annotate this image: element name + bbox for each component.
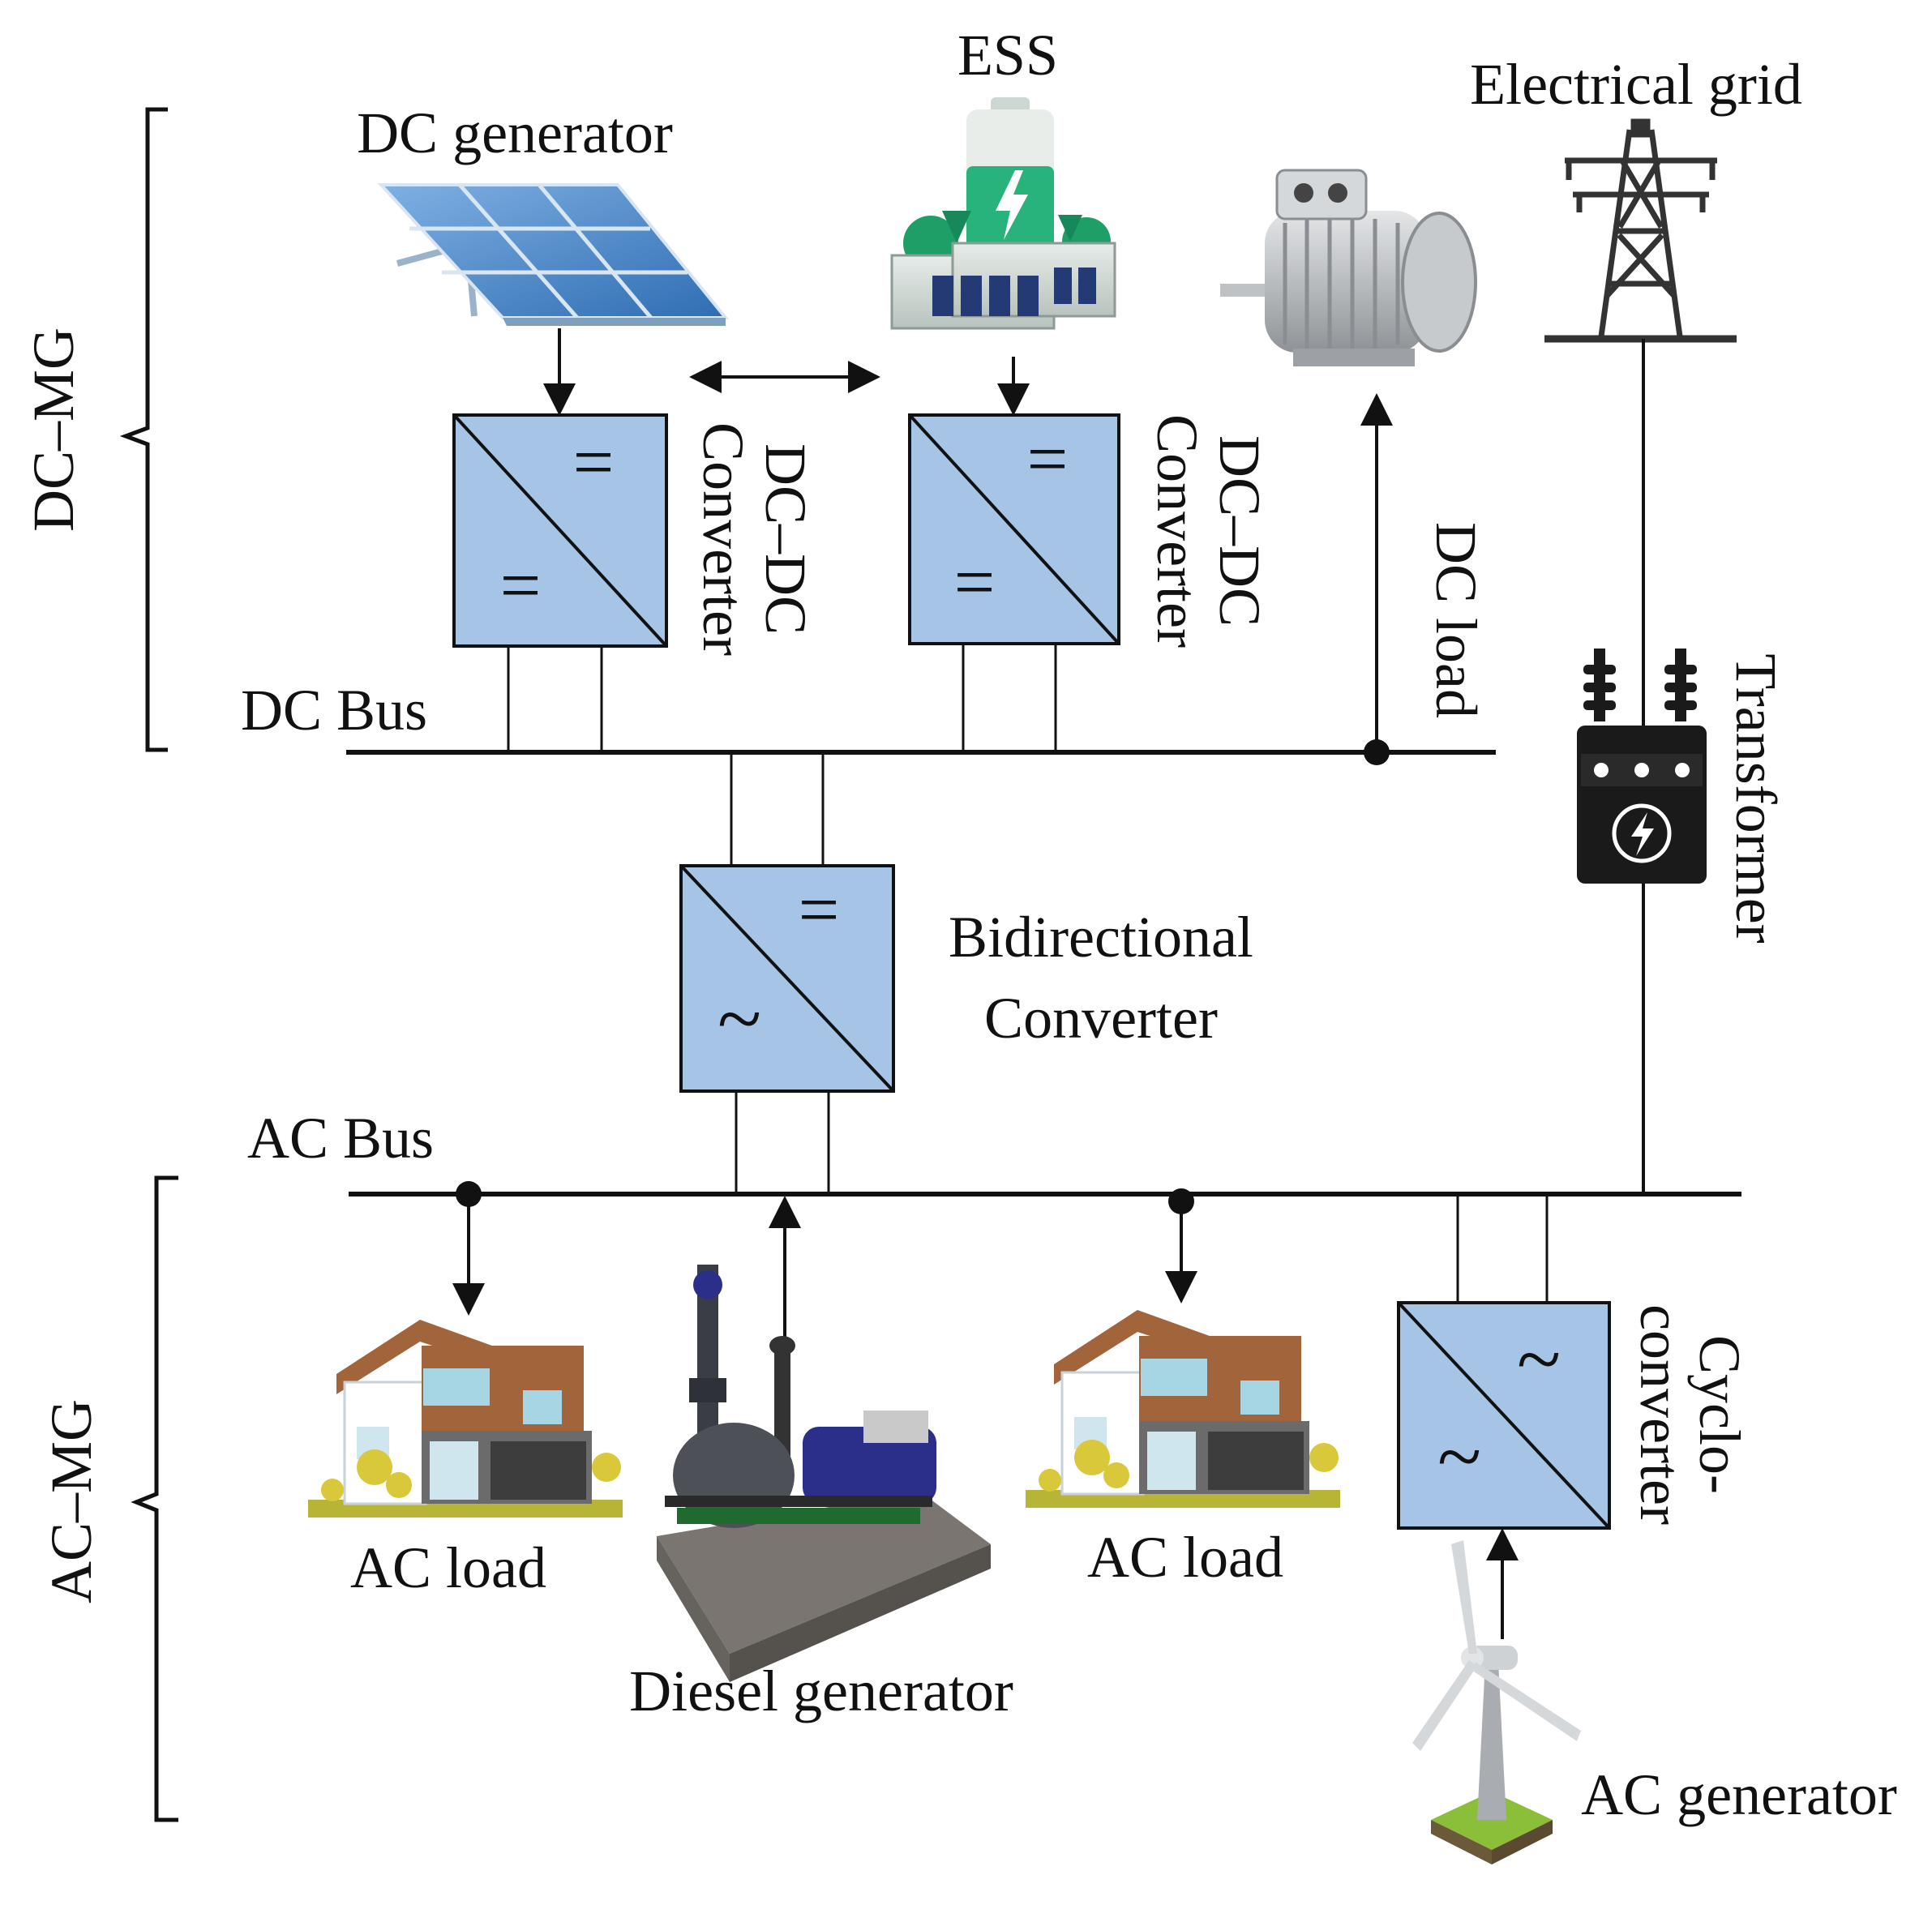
electrical-grid-label: Electrical grid xyxy=(1470,52,1802,117)
ac-bus-label: AC Bus xyxy=(247,1106,434,1171)
dcdc-converter-2: = = xyxy=(908,413,1120,645)
transformer-label: Transformer xyxy=(1724,653,1788,943)
ac-load-1-label: AC load xyxy=(350,1535,546,1600)
ac-mg-bracket xyxy=(131,1175,178,1822)
ac-mg-label: AC–MG xyxy=(39,1399,104,1603)
dcdc-converter-2-label-line2: Converter xyxy=(1145,414,1210,648)
dc-symbol: = xyxy=(500,546,542,626)
dc-symbol: = xyxy=(954,542,996,623)
dc-mg-label: DC–MG xyxy=(21,327,86,532)
dc-load-label: DC load xyxy=(1424,522,1489,718)
dcdc-converter-1-label-line2: Converter xyxy=(691,422,756,656)
dc-mg-bracket xyxy=(119,107,168,752)
diesel-generator-label: Diesel generator xyxy=(629,1659,1013,1723)
dc-bus-connections xyxy=(507,644,1057,865)
ess-battery-icon xyxy=(890,97,1116,330)
dc-symbol: = xyxy=(1027,419,1069,499)
ac-generator-label: AC generator xyxy=(1581,1762,1897,1827)
transformer-icon xyxy=(1577,649,1707,884)
cyclo-label-line2: converter xyxy=(1628,1304,1693,1525)
house-icon xyxy=(308,1320,623,1518)
transmission-tower-icon xyxy=(1544,118,1737,343)
dc-bus-label: DC Bus xyxy=(241,678,427,743)
bidirectional-label-line1: Bidirectional xyxy=(949,905,1253,970)
cyclo-label-line1: Cyclo- xyxy=(1687,1335,1752,1494)
bidirectional-label-line2: Converter xyxy=(984,986,1218,1051)
cycloconverter: ~ ~ xyxy=(1397,1301,1611,1530)
ac-load-2-label: AC load xyxy=(1087,1525,1283,1590)
ac-bus-connections xyxy=(735,1091,830,1194)
dcdc-converter-2-label-line1: DC–DC xyxy=(1207,435,1272,627)
solar-panel-icon xyxy=(377,183,730,326)
ac-bus-node-1 xyxy=(456,1181,482,1207)
dcdc-converter-1-label-line1: DC–DC xyxy=(753,443,818,635)
dc-generator-label: DC generator xyxy=(357,101,673,165)
dcdc-converter-1: = = xyxy=(452,413,668,648)
dc-symbol: = xyxy=(799,870,840,950)
ac-symbol: ~ xyxy=(718,974,761,1064)
ac-symbol: ~ xyxy=(1517,1314,1561,1404)
electric-motor-icon xyxy=(1220,169,1477,366)
ess-label: ESS xyxy=(957,23,1058,88)
house-icon xyxy=(1026,1310,1340,1508)
diesel-generator-icon xyxy=(657,1265,991,1682)
cycloconverter-connections xyxy=(1456,1194,1549,1303)
ac-bus-node-2 xyxy=(1168,1188,1194,1214)
wind-turbine-icon xyxy=(1412,1540,1581,1864)
ac-symbol: ~ xyxy=(1437,1411,1481,1501)
bidirectional-converter: = ~ xyxy=(679,864,895,1093)
dc-bus-node xyxy=(1364,739,1390,765)
dc-symbol: = xyxy=(573,422,615,503)
